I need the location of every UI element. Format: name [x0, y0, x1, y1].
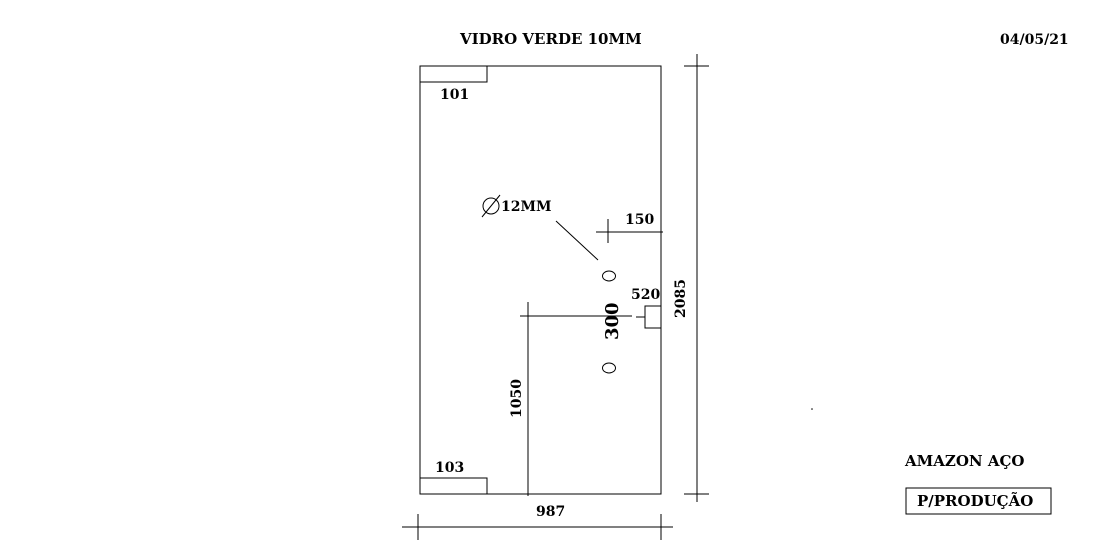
glass-panel-outline — [419, 65, 662, 495]
company-name: AMAZON AÇO — [904, 452, 1024, 470]
lower-hole — [602, 362, 616, 374]
handle-height-label: 1050 — [509, 379, 525, 418]
bottom-notch — [420, 477, 488, 494]
hole-offset-label: 150 — [625, 212, 654, 228]
top-notch-label: 101 — [440, 87, 469, 103]
diameter-symbol-icon — [481, 194, 501, 218]
upper-hole — [602, 270, 616, 282]
lock-label: 520 — [631, 287, 660, 303]
hole-leader-line — [555, 220, 599, 261]
drawing-title: VIDRO VERDE 10MM — [459, 30, 642, 48]
production-stamp-box — [905, 487, 1052, 515]
drawing-date: 04/05/21 — [1000, 32, 1069, 48]
hole-spacing-label: 300 — [602, 302, 623, 340]
production-stamp: P/PRODUÇÃO — [917, 491, 1033, 510]
hole-diameter-label: 12MM — [501, 199, 551, 215]
width-label: 987 — [536, 504, 565, 520]
lock-cutout — [644, 305, 661, 329]
stray-dot — [811, 408, 813, 410]
bottom-notch-label: 103 — [435, 460, 464, 476]
height-label: 2085 — [673, 279, 689, 318]
top-notch — [420, 66, 488, 83]
